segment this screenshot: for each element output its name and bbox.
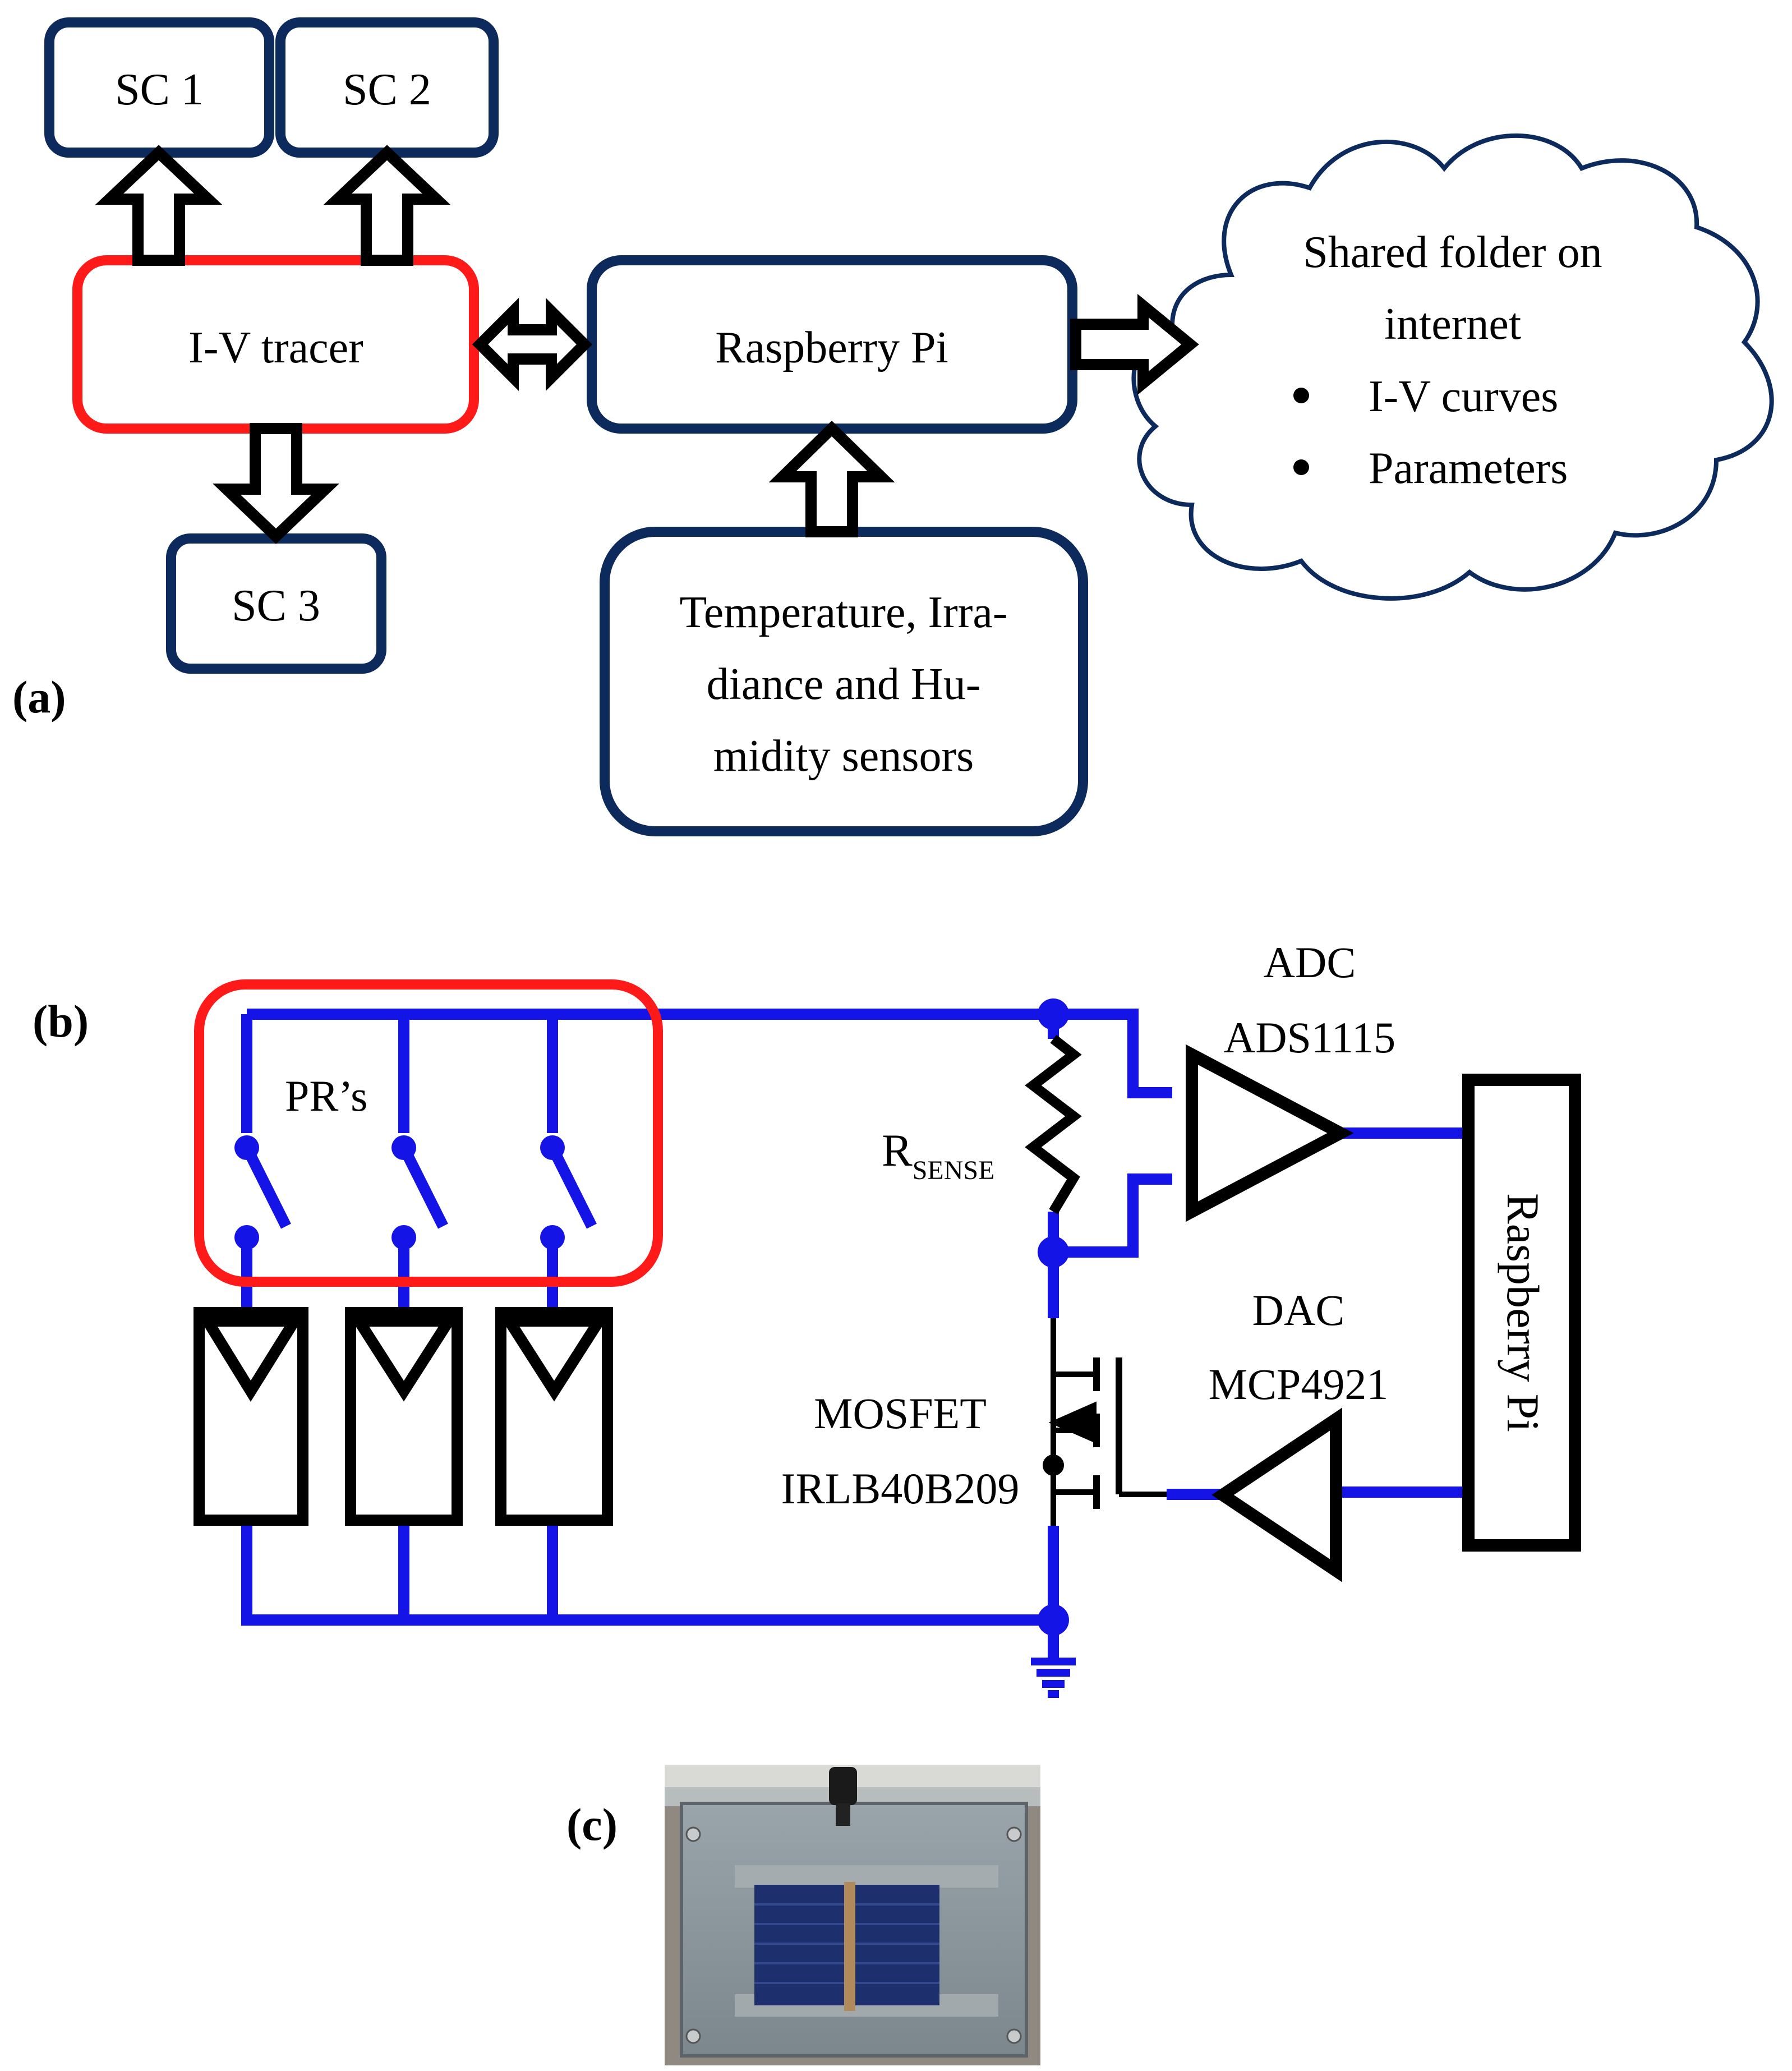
rsense-resistor-icon — [1025, 1034, 1082, 1214]
solar-cell-photo — [665, 1765, 1040, 2065]
arrow-up-icon — [323, 145, 451, 266]
bullet-icon — [1293, 388, 1309, 403]
raspberry-pi-label: Raspberry Pi — [715, 323, 948, 372]
mosfet-icon — [1043, 1318, 1167, 1526]
dac-amplifier-icon — [1211, 1407, 1342, 1582]
cloud-title-line-2: internet — [1384, 300, 1521, 349]
arrow-right-icon — [1070, 293, 1199, 395]
iv-tracer-label: I-V tracer — [188, 323, 363, 372]
mosfet-label-2: IRLB40B209 — [781, 1464, 1020, 1513]
dac-label-1: DAC — [1252, 1286, 1345, 1334]
raspberry-pi-vertical-label: Raspberry Pi — [1498, 1193, 1549, 1432]
arrow-up-icon — [768, 421, 895, 537]
solar-cell-icon — [194, 1307, 308, 1526]
junction-dot — [1038, 1236, 1069, 1268]
adc-label-1: ADC — [1264, 938, 1356, 987]
raspberry-pi-box — [1462, 1074, 1581, 1552]
rsense-main: R — [882, 1125, 913, 1176]
iv-tracer-block: I-V tracer — [72, 255, 479, 434]
sensors-line-3: midity sensors — [713, 731, 974, 781]
sensors-block: Temperature, Irra- diance and Hu- midity… — [600, 527, 1088, 836]
adc-amplifier-icon — [1186, 1044, 1354, 1222]
junction-dot — [1038, 998, 1069, 1030]
raspberry-pi-block: Raspberry Pi — [587, 255, 1077, 434]
sensors-line-1: Temperature, Irra- — [679, 588, 1007, 637]
mosfet-label-1: MOSFET — [814, 1389, 987, 1438]
sc3-block: SC 3 — [166, 533, 386, 674]
sc2-label: SC 2 — [343, 65, 431, 114]
block-diagram: SC 1 SC 2 SC 3 I-V tracer Raspberry Pi T… — [12, 17, 1774, 836]
panel-label-b: (b) — [33, 996, 89, 1047]
relay-switch — [540, 1135, 597, 1250]
ground-icon — [1031, 1658, 1076, 1698]
rsense-subscript: SENSE — [913, 1156, 995, 1185]
arrow-down-icon — [213, 423, 339, 544]
solar-cell-icon — [345, 1307, 463, 1526]
cloud-shared-folder: Shared folder on internet I-V curves Par… — [1131, 133, 1774, 601]
rsense-label: RSENSE — [882, 1125, 994, 1185]
relay-switch — [234, 1135, 291, 1250]
sc2-block: SC 2 — [275, 17, 499, 158]
photo-panel: (c) — [566, 1765, 1040, 2065]
cloud-title-line-1: Shared folder on — [1303, 228, 1602, 277]
dac-label-2: MCP4921 — [1209, 1360, 1389, 1409]
solar-cell-icon — [495, 1307, 613, 1526]
circuit-diagram: PR’s — [33, 938, 1581, 1698]
arrow-up-icon — [95, 145, 223, 266]
relays-label: PR’s — [285, 1071, 367, 1120]
sc3-label: SC 3 — [232, 581, 320, 630]
relay-group-box — [194, 979, 663, 1287]
cloud-bullet-2: Parameters — [1369, 444, 1568, 493]
relay-switch — [391, 1135, 448, 1250]
double-arrow-icon — [472, 297, 593, 392]
bullet-icon — [1293, 459, 1309, 475]
cloud-bullet-1: I-V curves — [1369, 372, 1558, 421]
panel-label-c: (c) — [566, 1799, 618, 1850]
junction-dot — [1038, 1604, 1069, 1636]
sc1-block: SC 1 — [44, 17, 274, 158]
sc1-label: SC 1 — [115, 65, 204, 114]
panel-label-a: (a) — [12, 671, 66, 722]
adc-label-2: ADS1115 — [1224, 1013, 1395, 1062]
sensors-line-2: diance and Hu- — [707, 660, 981, 709]
